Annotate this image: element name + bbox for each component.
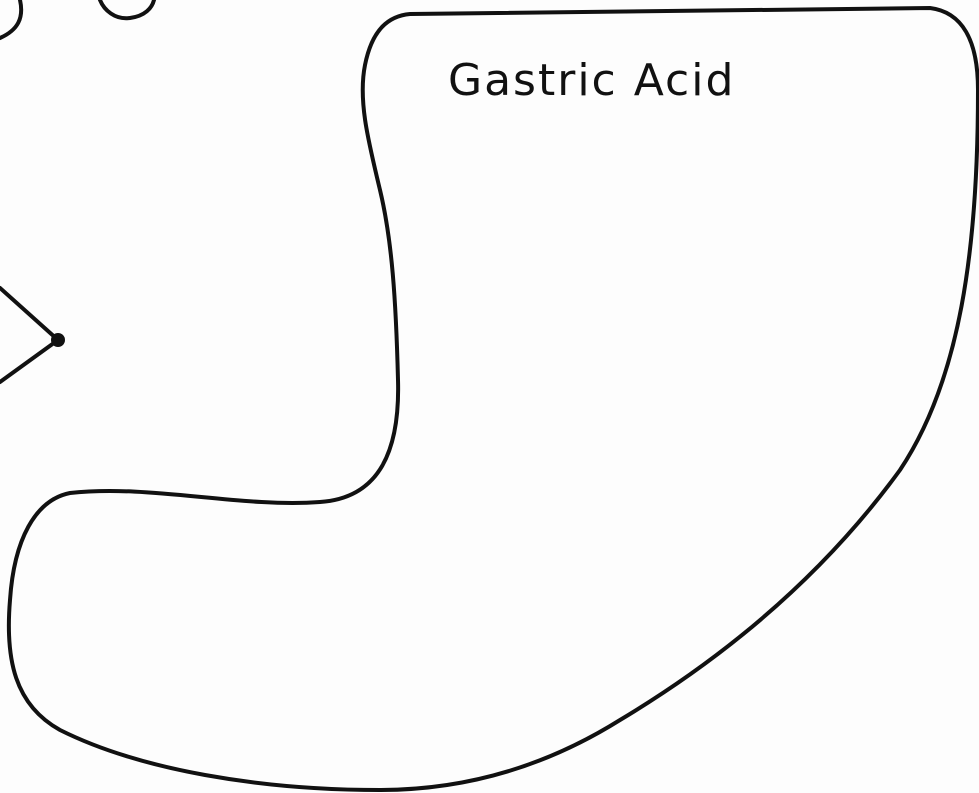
top-left-partial-outline (0, 0, 21, 38)
left-pointer-outline (0, 288, 58, 382)
gastric-acid-label: Gastric Acid (448, 55, 735, 106)
top-lobe-outline (100, 0, 154, 18)
left-pointer-dot (51, 333, 65, 347)
stomach-outline (9, 8, 978, 790)
